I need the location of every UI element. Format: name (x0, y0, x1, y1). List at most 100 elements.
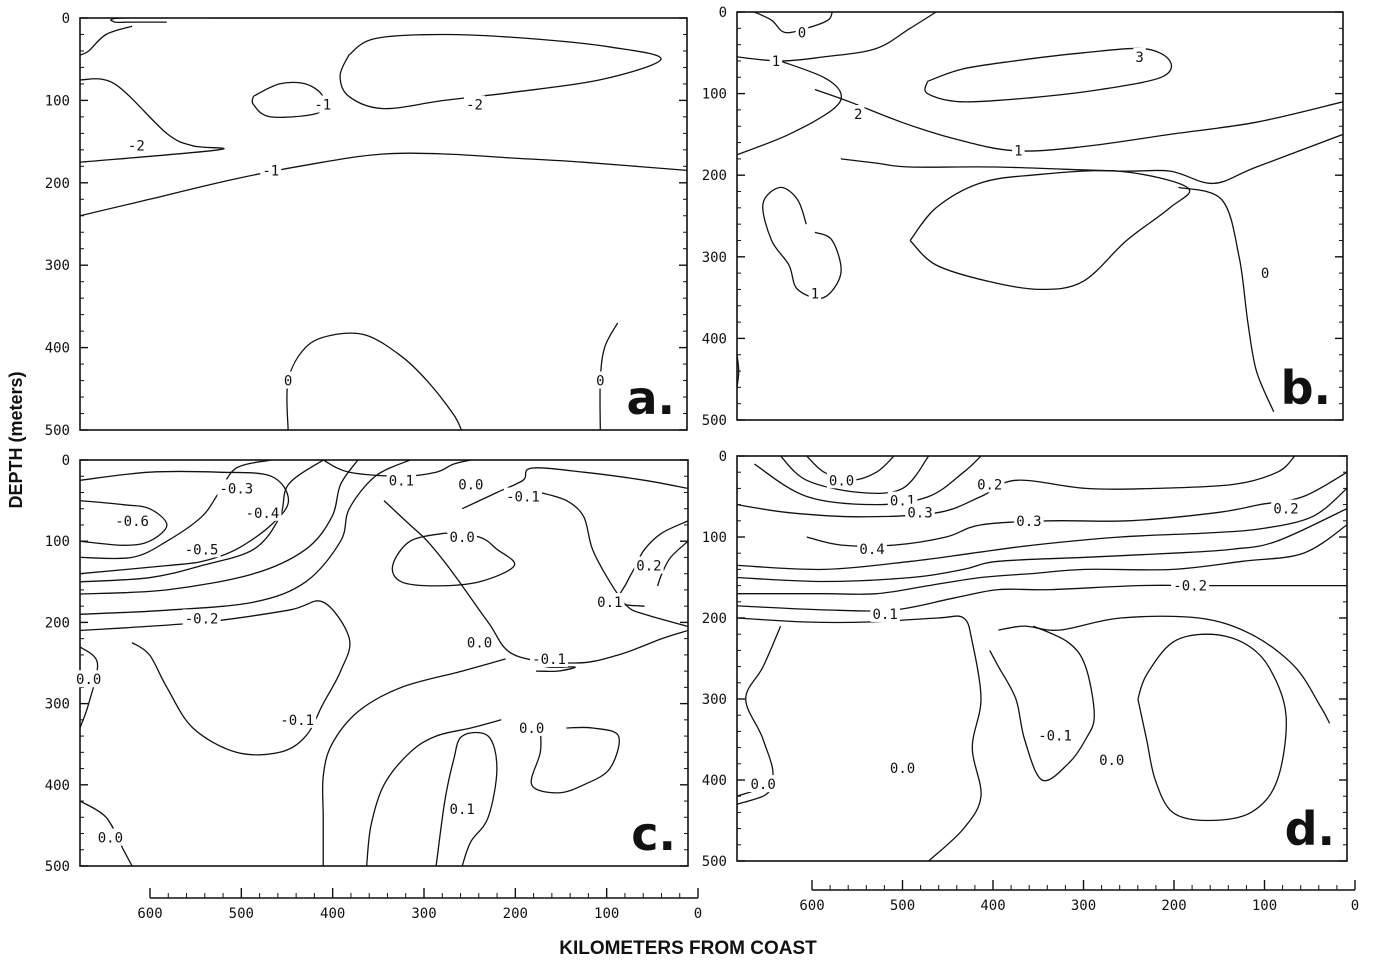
contour-line (754, 12, 833, 34)
contour-line (461, 467, 688, 510)
contour-line (110, 18, 280, 24)
contour-label: 1 (811, 287, 819, 303)
y-tick-label: 100 (702, 530, 727, 546)
contour-line (998, 615, 1331, 724)
contour-line (80, 25, 133, 56)
contour-label-bg (769, 51, 783, 69)
contour-label-bg (887, 758, 918, 776)
contour-line (80, 460, 359, 595)
contour-line (737, 508, 1347, 583)
contour-label-bg (634, 556, 664, 574)
y-tick-label: 500 (702, 854, 727, 870)
contour-label-bg (857, 540, 887, 558)
contour-label: -0.1 (280, 713, 314, 729)
contour-label-bg (503, 487, 542, 505)
contour-label: 0.1 (450, 802, 475, 818)
panel-label: c. (631, 807, 676, 861)
contour-line (540, 491, 688, 628)
contour-label: 0.0 (1099, 753, 1124, 769)
contour-label: 0.3 (1016, 514, 1041, 530)
contour-label: -2 (466, 98, 483, 114)
contour-label: -0.4 (246, 506, 280, 522)
contour-label: 0.2 (1273, 502, 1298, 518)
x-tick-label: 200 (1161, 898, 1186, 914)
contour-label-bg (1014, 511, 1044, 529)
contour-label: -1 (314, 98, 331, 114)
contour-line (383, 500, 688, 664)
contour-label-bg (851, 105, 865, 122)
contour-label-bg (182, 540, 221, 558)
x-tick-label: 100 (1252, 898, 1277, 914)
y-tick-label: 300 (702, 692, 727, 708)
y-tick-label: 100 (45, 93, 70, 109)
contour-label-bg (1036, 726, 1075, 744)
contour-line (814, 88, 1343, 152)
contour-label-bg (905, 503, 935, 521)
contour-label-bg (278, 710, 317, 728)
contour-label-bg (386, 471, 417, 489)
contour-label-bg (281, 371, 295, 389)
contour-label: 0.0 (458, 477, 483, 493)
contour-line (80, 460, 324, 583)
contour-line (909, 169, 1191, 291)
x-tick-label: 500 (229, 906, 254, 922)
y-tick-label: 100 (702, 87, 727, 103)
panel-frame (736, 11, 1344, 421)
contour-label-bg (1133, 47, 1146, 65)
contour-line (339, 33, 662, 110)
contour-line (737, 487, 1347, 571)
contour-line (80, 600, 351, 756)
contour-line (80, 460, 272, 560)
contour-label: 0.0 (890, 761, 915, 777)
contour-label-bg (243, 503, 282, 521)
contour-line (321, 658, 506, 866)
contour-label: -1 (262, 163, 279, 179)
contour-label: 0.0 (829, 473, 854, 489)
y-tick-label: 500 (45, 423, 70, 439)
contour-line (365, 719, 502, 866)
contour-line (754, 456, 982, 506)
contour-label: 3 (1135, 50, 1143, 66)
y-tick-label: 200 (45, 176, 70, 192)
x-tick-label: 200 (503, 906, 528, 922)
contour-label: 0.2 (636, 559, 661, 575)
contour-label-bg (447, 800, 477, 818)
contour-label-bg (113, 511, 152, 529)
contour-label-bg (260, 161, 282, 179)
contour-label-bg (1271, 499, 1301, 517)
contour-line (1137, 633, 1287, 822)
contour-label: 0 (1261, 266, 1269, 282)
contour-label: 2 (854, 107, 862, 123)
contour-line (780, 456, 930, 495)
contour-label: -0.2 (185, 611, 219, 627)
x-tick-label: 600 (137, 906, 162, 922)
x-tick-label: 600 (799, 898, 824, 914)
y-tick-label: 200 (45, 615, 70, 631)
contour-label: -0.5 (185, 542, 219, 558)
contour-label-bg (1258, 264, 1272, 282)
x-tick-label: 100 (594, 906, 619, 922)
y-tick-label: 400 (45, 778, 70, 794)
contour-line (989, 625, 1095, 782)
contour-line (737, 60, 843, 156)
contour-line (737, 584, 1347, 612)
y-tick-label: 0 (719, 5, 727, 21)
contour-label: 0.0 (467, 636, 492, 652)
contour-label: -0.1 (532, 652, 566, 668)
y-tick-label: 0 (719, 449, 727, 465)
panel-frame (736, 455, 1348, 862)
contour-label: -0.6 (115, 514, 149, 530)
contour-line (737, 456, 1296, 518)
contour-line (80, 78, 225, 163)
contour-line (80, 499, 168, 546)
contour-label-bg (974, 475, 1005, 493)
contour-label: -0.1 (1038, 728, 1072, 744)
contour-label: 0.1 (872, 607, 897, 623)
contour-label-bg (447, 528, 477, 546)
x-axis-label: KILOMETERS FROM COAST (559, 938, 817, 959)
